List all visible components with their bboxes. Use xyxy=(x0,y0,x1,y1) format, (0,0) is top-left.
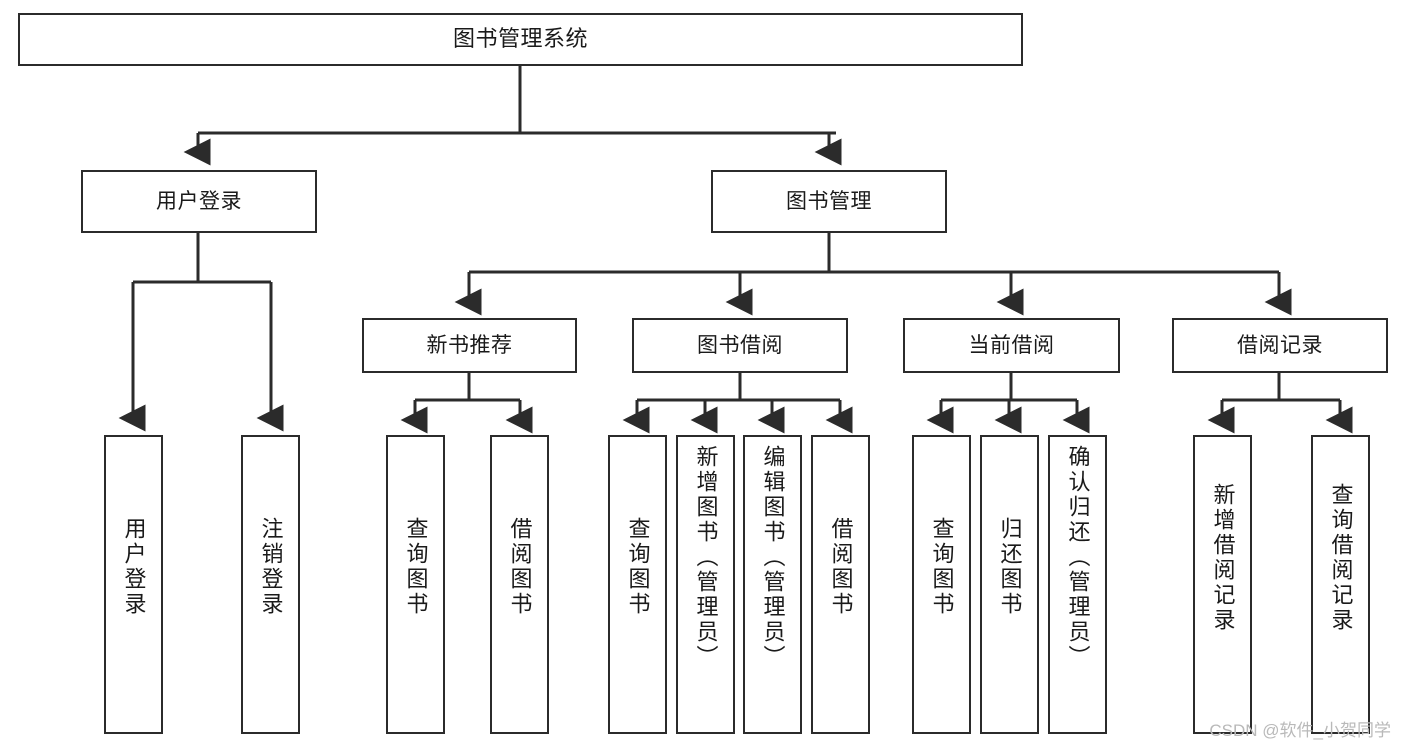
node-borrow-record-label: 借阅记录 xyxy=(1237,333,1323,357)
node-leaf-add-record-label: 新增借阅记录 xyxy=(1210,483,1236,633)
node-book-borrow[interactable]: 图书借阅 xyxy=(632,318,848,373)
node-new-book-recommend[interactable]: 新书推荐 xyxy=(362,318,577,373)
node-leaf-confirm-return-label: 确认归还（管理员） xyxy=(1065,445,1091,670)
node-current-borrow-label: 当前借阅 xyxy=(968,333,1055,357)
node-root-label: 图书管理系统 xyxy=(452,26,588,52)
node-leaf-logout-login-label: 注销登录 xyxy=(258,517,284,617)
node-leaf-query-record-label: 查询借阅记录 xyxy=(1328,483,1354,633)
node-leaf-borrow-book-1[interactable]: 借阅图书 xyxy=(490,435,549,734)
node-current-borrow[interactable]: 当前借阅 xyxy=(903,318,1120,373)
node-leaf-query-book-2[interactable]: 查询图书 xyxy=(608,435,667,734)
node-book-borrow-label: 图书借阅 xyxy=(697,333,783,357)
node-leaf-query-book-1-label: 查询图书 xyxy=(403,517,429,617)
node-leaf-return-book-label: 归还图书 xyxy=(997,517,1023,617)
node-leaf-query-book-1[interactable]: 查询图书 xyxy=(386,435,445,734)
node-new-book-recommend-label: 新书推荐 xyxy=(426,333,513,357)
node-leaf-user-login[interactable]: 用户登录 xyxy=(104,435,163,734)
node-user-login[interactable]: 用户登录 xyxy=(81,170,317,233)
node-leaf-user-login-label: 用户登录 xyxy=(121,517,147,617)
node-leaf-edit-book-label: 编辑图书（管理员） xyxy=(760,445,786,670)
node-leaf-query-book-3-label: 查询图书 xyxy=(929,517,955,617)
node-leaf-confirm-return[interactable]: 确认归还（管理员） xyxy=(1048,435,1107,734)
node-book-management[interactable]: 图书管理 xyxy=(711,170,947,233)
node-leaf-return-book[interactable]: 归还图书 xyxy=(980,435,1039,734)
node-root[interactable]: 图书管理系统 xyxy=(18,13,1023,66)
node-leaf-query-book-3[interactable]: 查询图书 xyxy=(912,435,971,734)
node-leaf-borrow-book-2[interactable]: 借阅图书 xyxy=(811,435,870,734)
node-leaf-borrow-book-1-label: 借阅图书 xyxy=(507,517,533,617)
node-leaf-borrow-book-2-label: 借阅图书 xyxy=(828,517,854,617)
watermark: CSDN @软件_小贺同学 xyxy=(1209,721,1391,740)
node-leaf-query-book-2-label: 查询图书 xyxy=(625,517,651,617)
node-leaf-add-book-label: 新增图书（管理员） xyxy=(693,445,719,670)
node-borrow-record[interactable]: 借阅记录 xyxy=(1172,318,1388,373)
node-leaf-add-book[interactable]: 新增图书（管理员） xyxy=(676,435,735,734)
node-user-login-label: 用户登录 xyxy=(156,189,242,213)
node-leaf-edit-book[interactable]: 编辑图书（管理员） xyxy=(743,435,802,734)
node-leaf-logout-login[interactable]: 注销登录 xyxy=(241,435,300,734)
node-leaf-add-record[interactable]: 新增借阅记录 xyxy=(1193,435,1252,734)
node-book-management-label: 图书管理 xyxy=(786,189,872,213)
node-leaf-query-record[interactable]: 查询借阅记录 xyxy=(1311,435,1370,734)
